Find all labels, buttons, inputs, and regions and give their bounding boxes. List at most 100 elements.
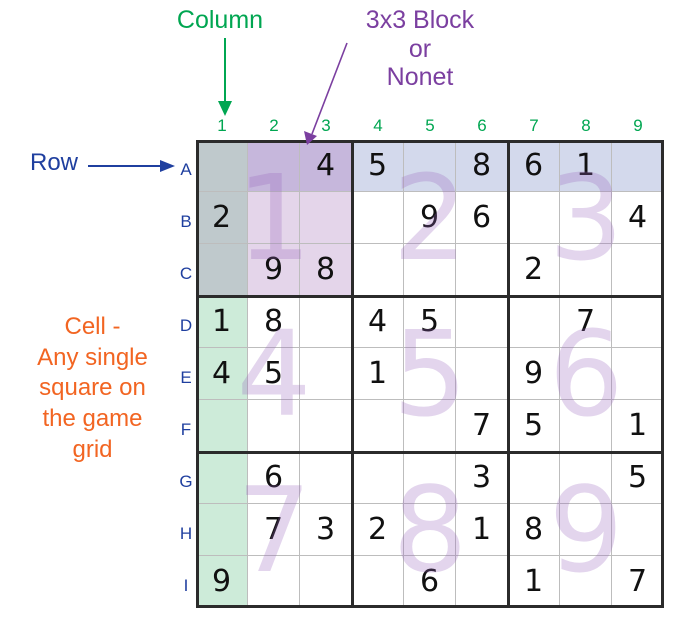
row-letter-label: C: [179, 264, 193, 283]
grid-cell: 8: [456, 140, 508, 192]
column-number-label: 4: [373, 116, 383, 135]
grid-cell: 4: [300, 140, 352, 192]
grid-cell: 3: [300, 504, 352, 556]
grid-cell: 5: [352, 140, 404, 192]
grid-cell: 1: [612, 400, 664, 452]
grid-cell: [456, 556, 508, 608]
grid-cell: [612, 140, 664, 192]
column-number-label: 7: [529, 116, 539, 135]
grid-cell: [352, 452, 404, 504]
grid-cell: 1: [352, 348, 404, 400]
grid-cell: 2: [196, 192, 248, 244]
grid-cell: [456, 348, 508, 400]
column-number-label: 1: [217, 116, 227, 135]
grid-cell: [352, 192, 404, 244]
grid-cell: [196, 400, 248, 452]
grid-cell: 8: [248, 296, 300, 348]
grid-cell: [196, 140, 248, 192]
grid-cell: [612, 348, 664, 400]
grid-cell: 7: [560, 296, 612, 348]
grid-cell: [404, 400, 456, 452]
row-letter-label: H: [179, 524, 193, 543]
grid-cell: [196, 504, 248, 556]
grid-cell: [404, 452, 456, 504]
grid-cell: [248, 400, 300, 452]
cell-annotation-line: Cell -: [64, 313, 121, 340]
column-arrow: [218, 38, 232, 116]
grid-cell: [508, 296, 560, 348]
grid-cell: 4: [352, 296, 404, 348]
row-letter-label: E: [180, 368, 192, 387]
grid-cell: [508, 452, 560, 504]
grid-cell: [248, 556, 300, 608]
grid-cell: [196, 452, 248, 504]
grid-cell: [560, 452, 612, 504]
grid-cell: 2: [352, 504, 404, 556]
column-annotation: Column: [140, 6, 300, 35]
grid-cell: 5: [404, 296, 456, 348]
column-number-label: 9: [633, 116, 643, 135]
row-arrow: [88, 160, 175, 172]
grid-cell: [612, 504, 664, 556]
grid-cell: 9: [404, 192, 456, 244]
grid-cell: 6: [404, 556, 456, 608]
grid-cell: 3: [456, 452, 508, 504]
grid-cell: [404, 244, 456, 296]
block-annotation-line: or: [408, 34, 432, 63]
grid-cell: [404, 504, 456, 556]
grid-cell: [352, 556, 404, 608]
grid-cell: 9: [248, 244, 300, 296]
grid-cell: [560, 244, 612, 296]
grid-cell: 1: [560, 140, 612, 192]
column-number-label: 6: [477, 116, 487, 135]
grid-cell: [300, 296, 352, 348]
cell-annotation-line: square on: [39, 374, 146, 402]
grid-cell: [196, 244, 248, 296]
grid-cell: [404, 140, 456, 192]
grid-cell: [456, 244, 508, 296]
grid-cell: 1: [508, 556, 560, 608]
grid-cell: [560, 348, 612, 400]
grid-cell: 6: [456, 192, 508, 244]
row-letter-label: B: [180, 212, 192, 231]
column-number-label: 8: [581, 116, 591, 135]
cell-annotation-line: Any single: [37, 343, 148, 371]
grid-cell: [560, 556, 612, 608]
row-letter-label: F: [180, 420, 192, 439]
grid-cell: [560, 192, 612, 244]
grid-cell: 7: [612, 556, 664, 608]
block-annotation: 3x3 Block or Nonet: [330, 6, 510, 92]
grid-cell: [612, 296, 664, 348]
grid-cell: [404, 348, 456, 400]
grid-cell: 4: [612, 192, 664, 244]
grid-cell: 8: [300, 244, 352, 296]
grid-cell: [612, 244, 664, 296]
row-letter-label: D: [179, 316, 193, 335]
column-number-label: 5: [425, 116, 435, 135]
grid-cell: [352, 400, 404, 452]
grid-cell: [560, 504, 612, 556]
grid-cell: [248, 192, 300, 244]
grid-cell: 7: [248, 504, 300, 556]
grid-cell: 9: [508, 348, 560, 400]
grid-cell: 8: [508, 504, 560, 556]
grid-cell: 7: [456, 400, 508, 452]
cell-annotation-line: grid: [72, 435, 113, 463]
grid-cell: [300, 452, 352, 504]
grid-cell: 1: [456, 504, 508, 556]
column-annotation-line: Column: [176, 6, 264, 34]
grid-cell: [300, 348, 352, 400]
row-annotation: Row: [30, 149, 79, 176]
grid-cell: [300, 192, 352, 244]
grid-cell: [300, 400, 352, 452]
grid-cell: 6: [248, 452, 300, 504]
block-annotation-line: 3x3 Block: [365, 6, 475, 34]
column-number-label: 2: [269, 116, 279, 135]
grid-cell: [248, 140, 300, 192]
grid-cell: [456, 296, 508, 348]
grid-cell: 4: [196, 348, 248, 400]
row-letter-label: G: [179, 472, 193, 491]
grid-cell: 1: [196, 296, 248, 348]
